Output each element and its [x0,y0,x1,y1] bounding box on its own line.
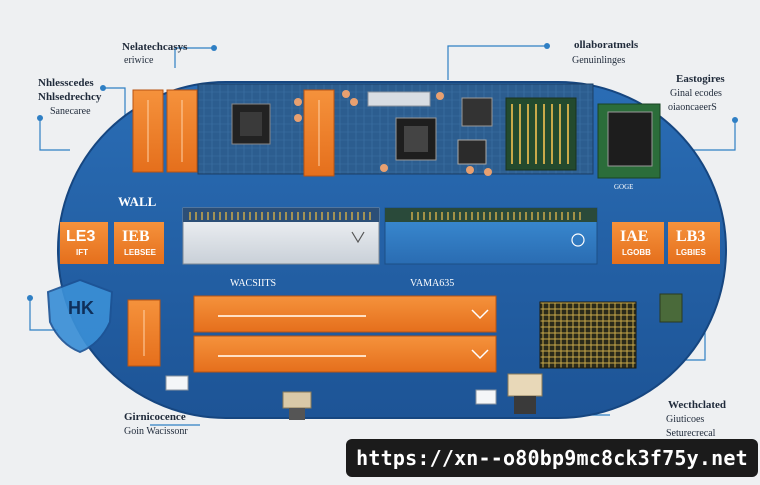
was-label: WACSIITS [230,278,277,289]
ssd-drive-top [193,295,497,333]
orange-card-left [60,222,108,264]
chip-grid-array [539,301,637,369]
orange-module-stripes [147,100,320,166]
label-bottom-left-2: Goin Wacissonr [124,426,188,437]
cpu-die-center [404,126,428,152]
label-bottom-right-1: Wecthclated [668,399,727,411]
label-top-left-2: Nhlsedrechcy [38,91,102,103]
right-card-a-subtitle: LGOBB [622,248,651,257]
ram-blue-pins [411,212,581,220]
right-card-b-subtitle: LGBIES [676,248,706,257]
label-bottom-right-2: Giuticoes [666,414,705,425]
connector-bottom-right [507,373,543,397]
ram-silver-logo-icon [351,231,365,244]
orange-card-right-b [668,222,720,264]
processor-chip-right [607,111,653,167]
io-connector [367,91,431,107]
ram-stick-silver-heatsink [183,208,379,222]
label-top-far-right-1: Eastogires [676,73,725,85]
label-top-far-right-2: Ginal ecodes [670,88,722,99]
usb-port-left [165,375,189,391]
ssd-drive-logo-icons [471,309,489,360]
memory-module-pins [511,104,569,164]
memory-module-top [505,97,577,171]
center-left-card-subtitle: LEBSEE [124,248,157,257]
connector-bottom-right-plug [514,396,536,414]
ram-blue-logo-icon [571,233,585,247]
shield-text: HK [68,298,94,318]
chipset-chip [461,97,493,127]
url-overlay-banner: https://xn--o80bp9mc8ck3f75y.net [346,439,758,477]
wall-label: WALL [118,194,157,209]
shield-icon [46,278,114,354]
ram-silver-pins [189,212,371,220]
label-top-center-1: Nelatechcasys [122,41,188,53]
label-top-right-center-1: ollaboratmels [574,39,639,51]
connector-bottom-left [282,391,312,409]
usb-port-right [475,389,497,405]
center-left-card-title: IEB [122,228,150,245]
vama-label: VAMA635 [410,278,455,289]
ssd-drive-stripes [218,315,366,357]
label-top-left-3: Sanecaree [50,106,91,117]
small-chip-label: GOGE [614,183,634,191]
cpu-die-left [240,112,262,136]
ram-stick-blue-heatsink [385,208,597,222]
label-top-center-2: eriwice [124,55,154,66]
small-chip-right [659,293,683,323]
label-top-far-right-3: oiaoncaeerS [668,102,717,113]
orange-card-right-a [612,222,664,264]
connector-bottom-left-plug [289,408,305,420]
left-card-subtitle: IFT [76,248,88,257]
right-card-a-title: IAE [620,228,649,245]
label-bottom-left-1: Girnicocence [124,411,186,423]
url-overlay-text: https://xn--o80bp9mc8ck3f75y.net [356,446,748,470]
capacitors [294,90,492,176]
ssd-drive-bottom [193,335,497,373]
label-bottom-right-3: Seturecrecal [666,428,716,439]
orange-card-center-left [114,222,164,264]
platform-outline [57,81,727,419]
left-card-title: LE3 [66,228,96,245]
right-card-b-title: LB3 [676,228,706,245]
controller-chip [457,139,487,165]
label-top-left-1: Nhlesscedes [38,77,94,89]
label-top-right-center-2: Genuinlinges [572,55,626,66]
